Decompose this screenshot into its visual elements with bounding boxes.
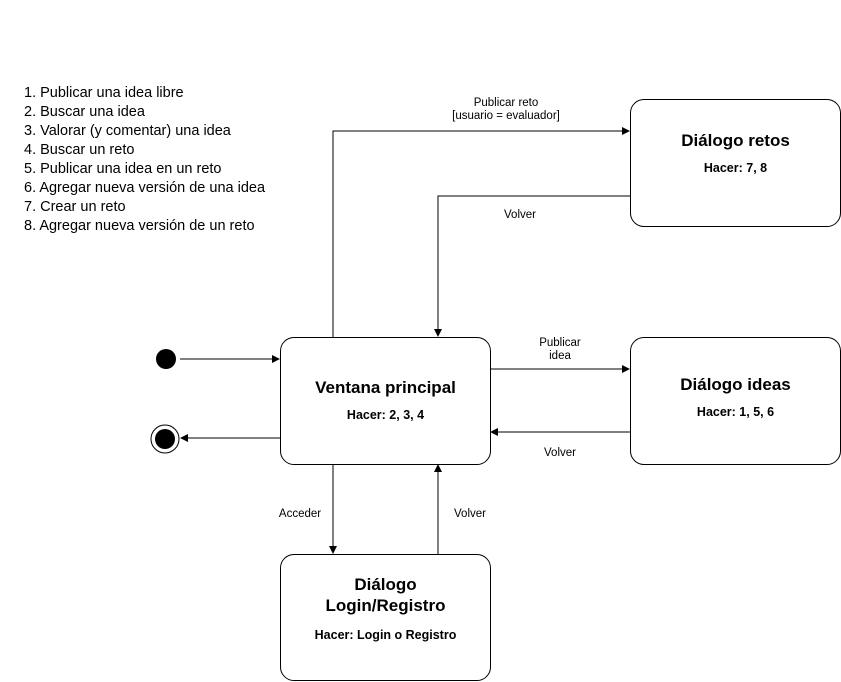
state-dialogo-login: Diálogo Login/Registro Hacer: Login o Re…	[280, 554, 491, 681]
legend-item: 5. Publicar una idea en un reto	[24, 161, 222, 177]
state-ventana-principal: Ventana principal Hacer: 2, 3, 4	[280, 337, 491, 465]
initial-state	[156, 349, 176, 369]
legend-item: 2. Buscar una idea	[24, 104, 145, 120]
final-state	[155, 429, 175, 449]
state-task: Hacer: 7, 8	[703, 161, 768, 175]
edge-label-text: Volver	[454, 508, 486, 520]
edge-label-volver-retos: Volver	[496, 209, 544, 222]
legend-item: 3. Valorar (y comentar) una idea	[24, 123, 231, 139]
edge-label-line: [usuario = evaluador]	[452, 110, 560, 122]
edge-label-publicar-reto: Publicar reto [usuario = evaluador]	[440, 97, 572, 123]
edge-label-text: Volver	[544, 447, 576, 459]
state-task: Hacer: 2, 3, 4	[346, 408, 425, 422]
state-title-line2: Login/Registro	[325, 596, 446, 615]
state-dialogo-ideas: Diálogo ideas Hacer: 1, 5, 6	[630, 337, 841, 465]
state-title: Diálogo ideas	[680, 375, 791, 394]
edge-label-volver-login: Volver	[446, 508, 494, 521]
edge-label-volver-ideas: Volver	[536, 447, 584, 460]
edge-publicar-reto	[332, 127, 630, 337]
edge-volver-retos	[434, 195, 630, 337]
legend-item: 1. Publicar una idea libre	[24, 85, 184, 101]
legend-item: 4. Buscar un reto	[24, 142, 135, 158]
state-dialogo-retos: Diálogo retos Hacer: 7, 8	[630, 99, 841, 227]
state-task: Hacer: 1, 5, 6	[696, 405, 775, 419]
edge-label-line: Publicar	[539, 337, 581, 349]
edge-label-acceder: Acceder	[274, 508, 326, 521]
state-task: Hacer: Login o Registro	[314, 628, 457, 642]
state-title: Diálogo retos	[681, 131, 790, 150]
legend-item: 7. Crear un reto	[24, 199, 126, 215]
legend-item: 8. Agregar nueva versión de un reto	[24, 218, 255, 234]
activity-legend: 1. Publicar una idea libre 2. Buscar una…	[24, 84, 265, 236]
edge-label-text: Volver	[504, 209, 536, 221]
state-title: Ventana principal	[315, 378, 456, 397]
legend-item: 6. Agregar nueva versión de una idea	[24, 180, 266, 196]
state-title-line1: Diálogo	[354, 575, 417, 594]
edge-label-publicar-idea: Publicar idea	[534, 337, 586, 363]
edge-label-text: Acceder	[278, 508, 322, 520]
edge-label-line: Publicar reto	[473, 97, 539, 109]
edge-label-line: idea	[549, 350, 571, 362]
